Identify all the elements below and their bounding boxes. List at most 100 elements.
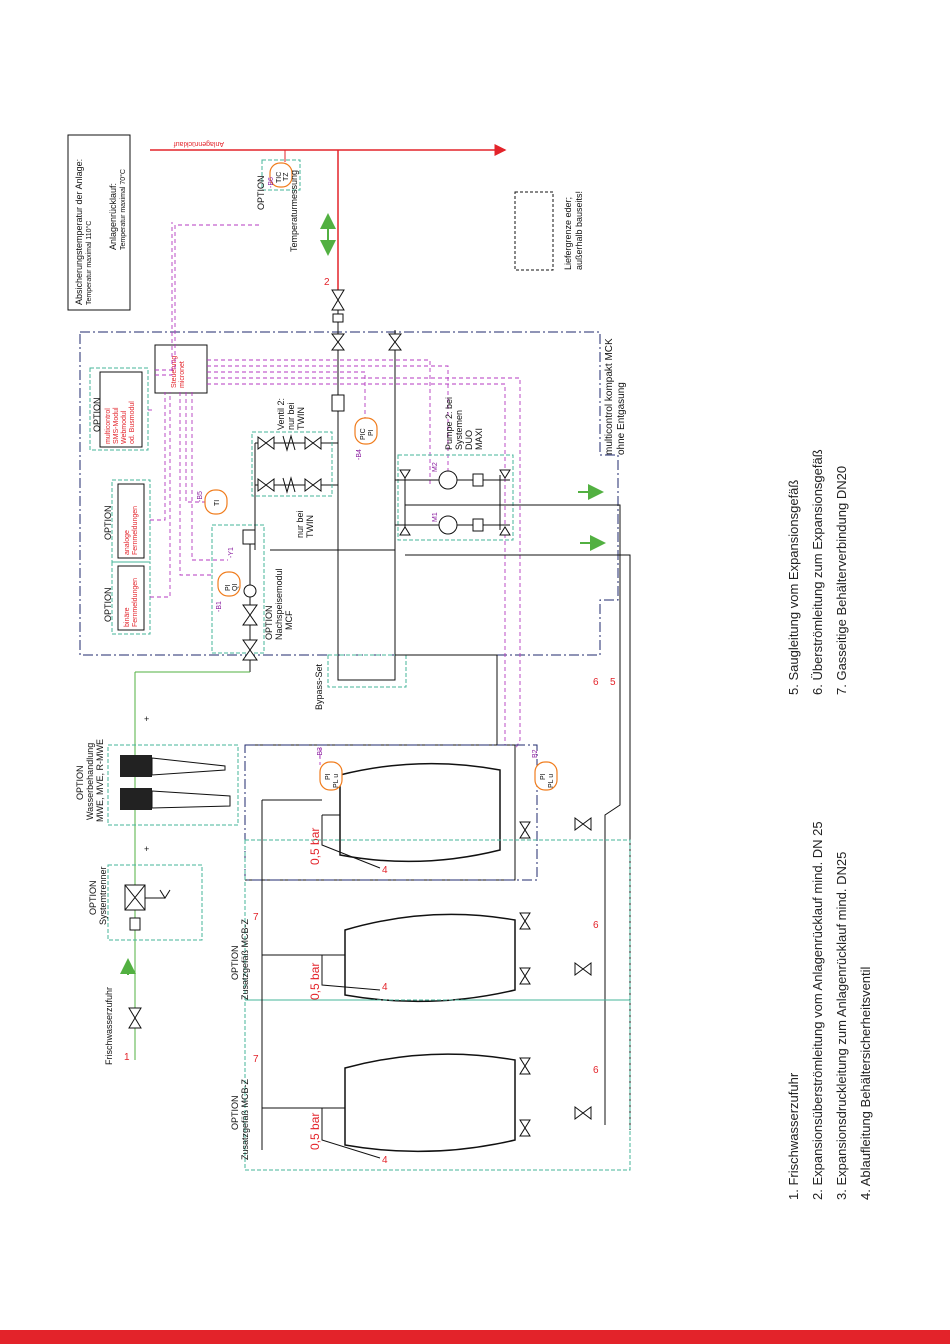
- extra-vessel-1: [344, 913, 516, 1003]
- refill-line-1: Nachspeisemodul: [274, 568, 284, 640]
- extra-vessel-1-frame: [244, 839, 631, 1001]
- extra-vessel-1-label: Zusatzgefäß MCB-Z: [240, 918, 250, 1000]
- binary-line-1: binäre: [124, 607, 131, 627]
- delivery-limit-1: Liefergrenze eder;: [563, 197, 573, 270]
- water-treatment-types: MWE, MVE, R-MWE: [95, 739, 105, 822]
- controller-line-1: Steuerung: [171, 356, 178, 388]
- line-number-6a: 6: [593, 677, 599, 688]
- tag-m1: M1: [432, 512, 439, 522]
- safety-temp-label: Absicherungstemperatur der Anlage:: [74, 159, 84, 305]
- separator-option: OPTION: [88, 880, 98, 915]
- extra-vessel-1-pressure: 0,5 bar: [308, 963, 322, 1000]
- b1-sensor: [217, 571, 241, 597]
- isolation-valve-main-2: [388, 333, 402, 351]
- binary-line-2: Fernmeldungen: [132, 578, 139, 627]
- twin-frame: [251, 431, 333, 497]
- temp-option: OPTION: [256, 175, 266, 210]
- legend-2: 2. Expansionsüberströmleitung vom Anlage…: [810, 821, 825, 1200]
- separator-strainer: [129, 917, 141, 931]
- controller-box: [154, 344, 208, 394]
- line-number-6b: 6: [593, 920, 599, 931]
- valve2-line-2: nur bei: [286, 402, 296, 430]
- line-number-1: 1: [124, 1052, 130, 1063]
- refill-line-2: MCF: [284, 610, 294, 630]
- analog-line-2: Fernmeldungen: [132, 506, 139, 555]
- temp-option-box: [261, 159, 301, 191]
- overflow-valve: [331, 394, 345, 412]
- valve-row-twin: [254, 434, 338, 525]
- tag-b2-pi: PI: [540, 773, 547, 780]
- return-temp-sub: Temperatur maximal 70°C: [119, 169, 127, 250]
- extra-vessel-1-valves: [519, 912, 592, 985]
- delivery-limit-box: [514, 191, 554, 271]
- extra-vessel-2-frame: [244, 999, 631, 1171]
- line-number-4b: 4: [382, 982, 388, 993]
- tag-b1: -B1: [216, 601, 223, 612]
- tag-ti: TI: [214, 500, 221, 506]
- temp-sensor: [269, 162, 293, 188]
- binary-option: OPTION: [103, 587, 113, 622]
- line-number-7b: 7: [253, 1054, 259, 1065]
- line-number-2: 2: [324, 277, 330, 288]
- line-number-4a: 4: [382, 865, 388, 876]
- main-vessel-frame: [244, 744, 538, 881]
- main-vessel-pressure: 0,5 bar: [308, 828, 322, 865]
- controller-line-2: micronet: [179, 361, 186, 388]
- tag-pi1: PI: [368, 429, 375, 436]
- isolation-valve-2: [331, 289, 345, 311]
- pipe-connector-top: [332, 313, 344, 323]
- water-treatment-cartridges: [120, 755, 231, 810]
- refill-check-valve: [242, 604, 258, 626]
- pump-frame: [397, 454, 514, 541]
- unit-title: multicontrol kompakt MCK: [604, 338, 615, 455]
- water-treatment-option: OPTION: [75, 765, 85, 800]
- b5-sensor: [204, 489, 228, 515]
- extra-vessel-2-pressure: 0,5 bar: [308, 1113, 322, 1150]
- extra-vessel-1-relief: [321, 954, 381, 991]
- pump2-line-1: Pumpe 2: bei: [444, 397, 454, 450]
- line-number-7a: 7: [253, 912, 259, 923]
- legend-4: 4. Ablaufleitung Behältersicherheitsvent…: [858, 966, 873, 1200]
- separator-cross: [124, 884, 146, 911]
- tag-b2-pl: PL u: [548, 774, 555, 788]
- refill-ball-valve: [242, 639, 258, 661]
- b2-sensor: [534, 761, 558, 791]
- tag-pi: PI: [225, 584, 232, 591]
- valve2-line-3: TWIN: [296, 407, 306, 430]
- tag-y1: -Y1: [228, 547, 235, 558]
- module-line-4: od. Busmodul: [129, 401, 136, 444]
- module-option-frame: [89, 367, 149, 451]
- main-vessel-relief: [321, 814, 381, 869]
- delivery-limit-2: außerhalb bauseits!: [574, 191, 584, 270]
- safety-temp-sub: Temperatur maximal 110°C: [85, 221, 93, 305]
- extra-vessel-2-relief: [321, 1107, 381, 1159]
- return-label: Anlagenrücklauf: [174, 140, 224, 147]
- module-line-3: Webmodul: [121, 410, 128, 444]
- tag-b5: -B5: [197, 491, 204, 502]
- gas-connection: [261, 799, 322, 1150]
- pump2-line-4: MAXI: [474, 428, 484, 450]
- legend-5: 5. Saugleitung vom Expansionsgefäß: [786, 480, 801, 695]
- analog-line-1: analoge: [124, 530, 131, 555]
- separator-drain: [145, 889, 171, 899]
- flow-meter: [243, 584, 257, 598]
- legend-1: 1. Frischwasserzufuhr: [786, 1072, 801, 1200]
- module-box: [99, 371, 143, 448]
- analog-box: [117, 483, 145, 559]
- temp-b6: -B6: [268, 177, 275, 188]
- refill-option: OPTION: [264, 605, 274, 640]
- line-number-5: 5: [610, 677, 616, 688]
- tag-b3-pl: PL u: [333, 774, 340, 788]
- extra-vessel-2-valves: [519, 1057, 592, 1137]
- tag-b3-pi: PI: [325, 773, 332, 780]
- main-vessel: [339, 762, 501, 863]
- line-number-6c: 6: [593, 1065, 599, 1076]
- binary-box: [117, 565, 145, 631]
- fresh-water-valve: [128, 1007, 142, 1029]
- tag-pic: PIC: [360, 428, 367, 440]
- tag-b2: B2: [532, 749, 539, 758]
- unit-subtitle: ohne Entgasung: [616, 382, 627, 455]
- temp-measure-label: Temperaturmessung: [289, 170, 299, 252]
- separator-label: Systemtrenner: [98, 866, 108, 925]
